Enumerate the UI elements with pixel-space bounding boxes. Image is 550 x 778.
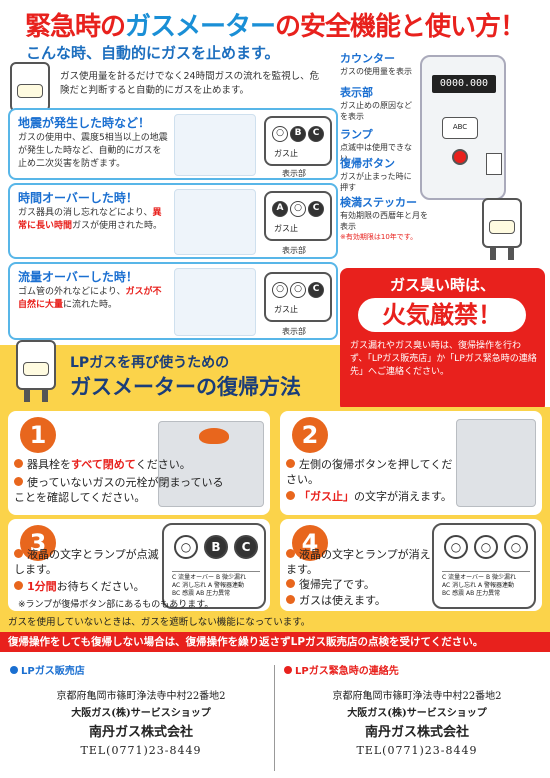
spec-display: 表示部 ガス止めの原因などを表示 <box>340 86 412 121</box>
spec-lamp: ランプ 点滅中は使用できない <box>340 128 412 163</box>
meter-counter: 0000.000 <box>432 75 496 93</box>
lcd-display: ○ B C ガス止 <box>264 116 332 166</box>
flame-icon <box>199 428 229 444</box>
spec-counter: カウンター ガスの使用量を表示 <box>340 52 412 76</box>
spec-sticker: 検満ステッカー 有効期限の西暦年と月を表示 ※有効期限は10年です。 <box>340 196 428 241</box>
bullet-icon <box>10 666 18 674</box>
recovery-subtitle: LPガスを再び使うための <box>70 355 230 371</box>
meter-mascot-icon <box>16 340 56 402</box>
gas-smell-warning: ガス臭い時は、 火気厳禁！ ガス漏れやガス臭い時は、復帰操作を行わず、「LPガス… <box>340 268 545 413</box>
lcd-caption: 表示部 <box>282 169 306 178</box>
card-earthquake: 地震が発生した時など！ ガスの使用中、震度5相当以上の地震が発生した時など、自動… <box>8 108 338 180</box>
hero-heading: こんな時、自動的にガスを止めます。 <box>26 44 280 62</box>
lcd-display-blinking: ○ B C C 流量オーバー B 微少漏れ AC 消し忘れ A 警報器連動 BC… <box>162 523 266 609</box>
recovery-steps: 1 器具栓をすべて閉めてください。 使っていないガスの元栓が閉まっていることを確… <box>0 407 550 632</box>
card-body: ガスの使用中、震度5相当以上の地震が発生した時など、自動的にガスを止め二次災害を… <box>18 133 168 169</box>
reset-button-icon <box>452 149 468 165</box>
meter-button-illustration <box>456 419 536 507</box>
divider <box>274 665 275 771</box>
bullet-icon <box>14 549 23 558</box>
bullet-icon <box>286 579 295 588</box>
hero-body: ガス使用量を計るだけでなく24時間ガスの流れを監視し、危険だと判断すると自動的に… <box>60 71 320 96</box>
step-3: 3 ○ B C C 流量オーバー B 微少漏れ AC 消し忘れ A 警報器連動 … <box>8 519 270 611</box>
shop-lp-dealer: LPガス販売店 京都府亀岡市篠町浄法寺中村22番地2 大阪ガス(株)サービスショ… <box>0 662 272 757</box>
step-1: 1 器具栓をすべて閉めてください。 使っていないガスの元栓が閉まっていることを確… <box>8 411 270 515</box>
bullet-icon <box>284 666 292 674</box>
house-illustration <box>174 114 256 176</box>
bullet-icon <box>14 477 23 486</box>
lcd-display: A ○ C ガス止 <box>264 191 332 241</box>
card-title: 流量オーバーした時！ <box>18 270 138 284</box>
lcd-caption: 表示部 <box>282 246 306 255</box>
step-2: 2 左側の復帰ボタンを押してください。 「ガス止」の文字が消えます。 <box>280 411 542 515</box>
fire-prohibited: 火気厳禁！ <box>358 298 526 332</box>
recovery-title: ガスメーターの復帰方法 <box>70 375 301 399</box>
card-time-over: 時間オーバーした時！ ガス器具の消し忘れなどにより、異常に長い時間ガスが使用され… <box>8 183 338 259</box>
no-recovery-notice: 復帰操作をしても復帰しない場合は、復帰操作を繰り返さずLPガス販売店の点検を受け… <box>0 632 550 652</box>
card-title: 時間オーバーした時！ <box>18 191 138 205</box>
spec-reset-button: 復帰ボタン ガスが止まった時に押す <box>340 157 412 192</box>
page-title: 緊急時のガスメーターの安全機能と使い方！ <box>24 12 526 42</box>
recovery-header <box>0 345 340 407</box>
bottom-note: ガスを使用していないときは、ガスを遮断しない機能になっています。 <box>8 617 311 628</box>
bath-illustration <box>174 189 256 255</box>
card-flow-over: 流量オーバーした時！ ゴム管の外れなどにより、ガスが不自然に大量に流れた時。 ○… <box>8 262 338 340</box>
lcd-display: ○ ○ C ガス止 <box>264 272 332 322</box>
shop-emergency-contact: LPガス緊急時の連絡先 京都府亀岡市篠町浄法寺中村22番地2 大阪ガス(株)サー… <box>278 662 550 757</box>
lcd-display-clear: ○ ○ ○ C 流量オーバー B 微少漏れ AC 消し忘れ A 警報器連動 BC… <box>432 523 536 609</box>
stove-illustration <box>158 421 264 507</box>
gas-meter-illustration: 0000.000 ABC <box>420 55 506 200</box>
meter-display-icon: ABC <box>442 117 478 139</box>
card-body: ガス器具の消し忘れなどにより、異常に長い時間ガスが使用された時。 <box>18 208 163 231</box>
bullet-icon <box>286 595 295 604</box>
bullet-icon <box>14 581 23 590</box>
bullet-icon <box>14 459 23 468</box>
heater-illustration <box>174 268 256 336</box>
bullet-icon <box>286 459 295 468</box>
card-body: ゴム管の外れなどにより、ガスが不自然に大量に流れた時。 <box>18 287 162 310</box>
inspection-sticker-icon <box>486 153 502 175</box>
meter-mascot-icon <box>482 198 522 260</box>
meter-mascot-icon <box>10 62 50 124</box>
bullet-icon <box>286 549 295 558</box>
card-title: 地震が発生した時など！ <box>18 116 151 130</box>
step-4: 4 ○ ○ ○ C 流量オーバー B 微少漏れ AC 消し忘れ A 警報器連動 … <box>280 519 542 611</box>
bullet-icon <box>286 491 295 500</box>
lcd-caption: 表示部 <box>282 327 306 336</box>
